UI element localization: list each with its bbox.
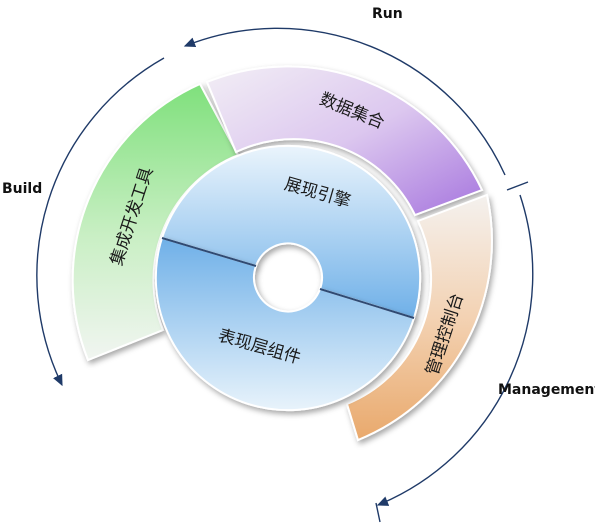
management-label: Management <box>498 382 595 398</box>
run-tick <box>506 181 529 191</box>
build-label: Build <box>2 181 42 197</box>
management-arrow <box>376 194 534 506</box>
build-arrow <box>36 57 165 387</box>
segment-dataset <box>205 65 484 217</box>
segment-ide <box>71 82 240 362</box>
core-divider-left <box>161 237 257 267</box>
core-engine <box>160 144 422 320</box>
run-arrow <box>183 27 506 176</box>
segment-console <box>345 193 493 442</box>
management-tick <box>375 502 381 523</box>
core-divider-right <box>319 288 415 319</box>
core-components <box>154 236 416 412</box>
run-label: Run <box>372 6 403 22</box>
